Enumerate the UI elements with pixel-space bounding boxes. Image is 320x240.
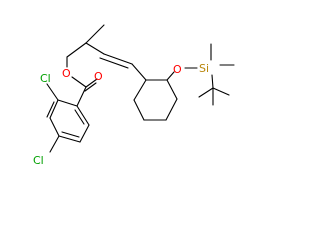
ester-oxygen-label: O	[62, 67, 71, 80]
atom-labels: O O Cl Cl O Si	[33, 62, 209, 167]
silyl-ether-oxygen-label: O	[173, 63, 182, 76]
molecule-structure-diagram: O O Cl Cl O Si	[33, 24, 235, 167]
chlorine-2-label: Cl	[40, 72, 51, 85]
bond-lines	[46, 24, 235, 153]
carbonyl-oxygen-label: O	[94, 70, 103, 83]
chlorine-4-label: Cl	[33, 154, 44, 167]
silicon-label: Si	[199, 62, 209, 75]
